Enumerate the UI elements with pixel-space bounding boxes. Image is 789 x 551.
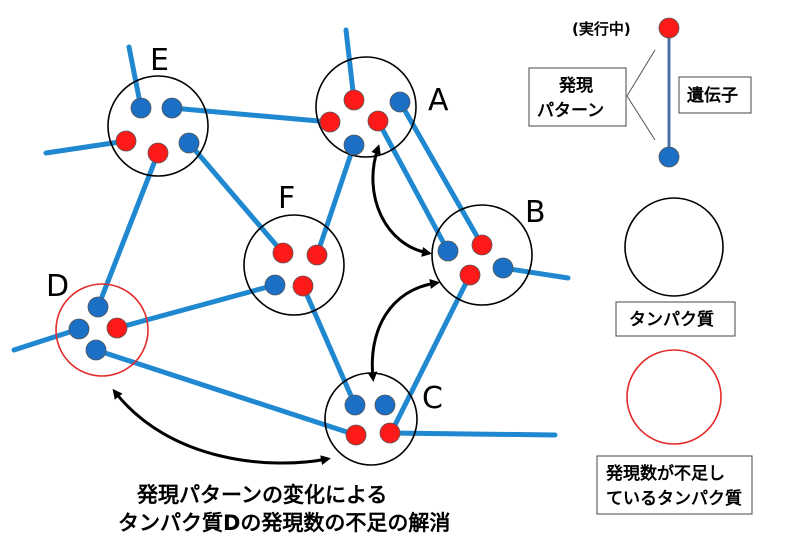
protein-C: [324, 372, 418, 466]
legend-protein-box: [615, 301, 736, 337]
legend-expression-pointer-up: [626, 49, 656, 97]
legend-expression-line2: パターン: [537, 101, 604, 121]
legend-deficient: 発現数が不足し ているタンパク質: [596, 349, 753, 515]
legend-deficient-box: [596, 455, 753, 515]
gene-dot-red: [292, 275, 314, 297]
protein-E: [107, 75, 209, 177]
gene-dot-blue: [437, 240, 459, 262]
arrow-B-C: [367, 278, 440, 382]
legend-deficient-line1: 発現数が不足し: [605, 463, 725, 484]
gene-dot-blue: [344, 394, 366, 416]
protein-F: [243, 214, 345, 316]
node-label-A: A: [428, 83, 449, 118]
protein-A: [315, 56, 417, 158]
gene-dot-blue: [87, 296, 109, 318]
caption-line1: 発現パターンの変化による: [136, 483, 387, 507]
node-label-C: C: [422, 381, 443, 416]
gene-dot-blue: [492, 257, 514, 279]
legend-expression-pointer-down: [626, 95, 656, 141]
edge-A-B-2: [397, 99, 485, 248]
edge-E-left: [43, 138, 129, 156]
arrow-A-B: [371, 144, 432, 257]
edge-D-left: [11, 326, 82, 353]
node-label-E: E: [150, 43, 169, 78]
gene-edges: [11, 27, 571, 438]
gene-dot-blue: [389, 91, 411, 113]
gene-dots: [68, 89, 514, 446]
edge-F-C: [300, 283, 358, 408]
edge-E-F: [186, 140, 286, 256]
gene-dot-blue: [130, 97, 152, 119]
gene-dot-blue: [374, 394, 396, 416]
legend-running-label: (実行中): [572, 20, 631, 38]
gene-dot-red: [272, 242, 294, 264]
gene-dot-red: [319, 111, 341, 133]
node-label-D: D: [46, 269, 69, 304]
protein-B: [431, 204, 533, 306]
gene-dot-red: [367, 110, 389, 132]
legend-gene: (実行中) 発現 パターン 遺伝子: [528, 17, 752, 168]
legend-deficient-line2: ているタンパク質: [606, 488, 742, 509]
gene-dot-blue: [161, 97, 183, 119]
legend-protein: タンパク質: [615, 197, 736, 337]
gene-dot-red: [345, 424, 367, 446]
legend-gene-label: 遺伝子: [687, 85, 738, 106]
node-label-B: B: [525, 195, 546, 230]
caption-line2: タンパク質Dの発現数の不足の解消: [118, 511, 450, 535]
gene-dot-blue: [264, 274, 286, 296]
gene-dot-red: [106, 317, 128, 339]
legend-deficient-circle: [626, 349, 722, 445]
arrow-D-C: [112, 388, 331, 466]
protein-D: [55, 283, 149, 377]
edge-A-top: [343, 27, 357, 103]
legend-expression-line1: 発現: [558, 75, 593, 96]
gene-dot-red: [115, 130, 137, 152]
gene-dot-blue: [85, 339, 107, 361]
protein-circles: [55, 56, 533, 466]
legend-protein-label: タンパク質: [629, 309, 714, 330]
edge-E-D: [95, 150, 161, 310]
gene-dot-red: [379, 422, 401, 444]
edge-F-D: [114, 282, 278, 331]
gene-dot-red: [471, 234, 493, 256]
node-label-F: F: [278, 181, 295, 216]
gene-dot-red: [459, 264, 481, 286]
edge-E-A: [169, 105, 333, 125]
legend-expression-box: [528, 67, 627, 127]
gene-dot-blue: [68, 318, 90, 340]
legend-gene-box: [678, 76, 752, 114]
gene-dot-blue: [343, 134, 365, 156]
edge-B-right: [500, 265, 571, 281]
gene-dot-red: [343, 89, 365, 111]
legend-protein-circle: [624, 197, 724, 297]
gene-idle-dot: [658, 146, 680, 168]
gene-running-dot: [658, 17, 680, 39]
edge-A-F: [314, 142, 357, 258]
gene-dot-red: [147, 142, 169, 164]
edge-C-right: [387, 430, 558, 438]
interaction-arrows: [112, 144, 440, 466]
gene-dot-red: [306, 244, 328, 266]
gene-dot-blue: [178, 132, 200, 154]
